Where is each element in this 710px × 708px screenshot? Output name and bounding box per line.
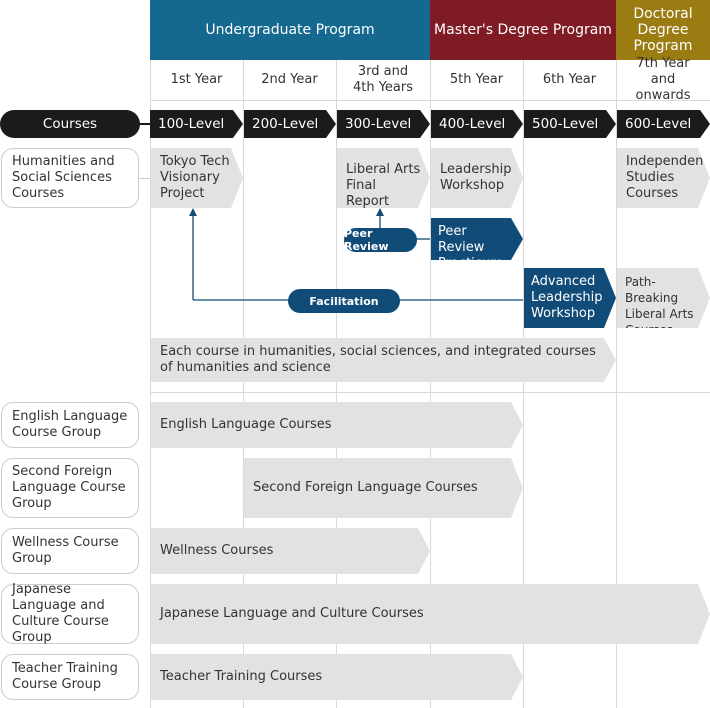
level-500: 500-Level: [524, 110, 616, 138]
course-visionary-project: Tokyo Tech Visionary Project: [151, 148, 243, 208]
year-2: 2nd Year: [261, 72, 318, 87]
grid-line: [336, 60, 337, 708]
badge-peer-review: Peer Review: [344, 227, 417, 253]
grid-line: [150, 60, 151, 708]
course-second-foreign: Second Foreign Language Courses: [244, 458, 523, 518]
grid-line: [150, 392, 710, 393]
level-200: 200-Level: [244, 110, 336, 138]
group-japanese: Japanese Language and Culture Course Gro…: [1, 582, 139, 645]
course-advanced-leadership-workshop: Advanced Leadership Workshop: [524, 268, 616, 328]
grid-line: [150, 100, 710, 101]
year-7-onwards: 7th Year and onwards: [635, 56, 691, 103]
year-1: 1st Year: [170, 72, 223, 87]
grid-line: [430, 60, 431, 708]
course-teacher: Teacher Training Courses: [151, 654, 523, 700]
level-100: 100-Level: [150, 110, 243, 138]
level-600: 600-Level: [617, 110, 710, 138]
courses-label: Courses: [0, 110, 140, 138]
year-6: 6th Year: [542, 72, 597, 87]
group-wellness: Wellness Course Group: [1, 528, 139, 574]
course-each-course: Each course in humanities, social scienc…: [151, 338, 616, 382]
year-3-4: 3rd and 4th Years: [352, 64, 414, 95]
masters-program-header: Master's Degree Program: [430, 0, 616, 60]
year-5: 5th Year: [449, 72, 504, 87]
group-connector: [139, 178, 151, 179]
course-wellness: Wellness Courses: [151, 528, 430, 574]
course-independent-studies: Independent Studies Courses: [617, 148, 710, 208]
grid-line: [243, 60, 244, 708]
course-path-breaking-liberal-arts: Path-Breaking Liberal Arts Courses: [617, 268, 710, 328]
course-english: English Language Courses: [151, 402, 523, 448]
courses-connector: [140, 123, 150, 125]
badge-facilitation: Facilitation: [288, 289, 400, 313]
course-leadership-workshop: Leadership Workshop: [431, 148, 523, 208]
level-400: 400-Level: [431, 110, 523, 138]
doctoral-program-header: Doctoral Degree Program: [616, 0, 710, 60]
grid-line: [616, 60, 617, 708]
course-peer-review-practicum: Peer Review Practicum: [431, 218, 523, 260]
grid-line: [523, 60, 524, 708]
undergraduate-program-header: Undergraduate Program: [150, 0, 430, 60]
group-teacher: Teacher Training Course Group: [1, 654, 139, 700]
group-humanities: Humanities and Social Sciences Courses: [1, 148, 139, 208]
course-liberal-arts-final-report: Liberal Arts Final Report: [337, 148, 430, 208]
course-japanese: Japanese Language and Culture Courses: [151, 584, 710, 644]
group-second-foreign: Second Foreign Language Course Group: [1, 458, 139, 518]
level-300: 300-Level: [337, 110, 430, 138]
group-english: English Language Course Group: [1, 402, 139, 448]
